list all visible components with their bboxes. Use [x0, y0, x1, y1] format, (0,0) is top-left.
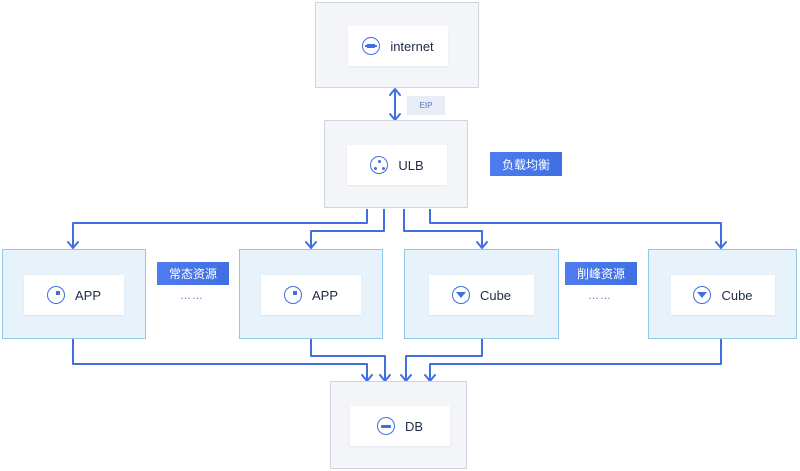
edge-cube1-db [405, 339, 483, 381]
arrow-cube1 [476, 241, 488, 249]
ellipsis-right: …… [588, 290, 612, 302]
regular-resource-tag: 常态资源 [157, 262, 229, 285]
ulb-node: ULB [324, 120, 468, 208]
edge-ulb-app2 [310, 209, 385, 248]
app-card-2[interactable]: APP [261, 275, 361, 315]
arrow-up-internet [389, 88, 401, 96]
internet-label: internet [390, 38, 434, 54]
globe-icon [362, 37, 381, 55]
app-label-1: APP [74, 287, 101, 303]
internet-card[interactable]: internet [348, 26, 448, 66]
arrow-app1 [67, 241, 79, 249]
db-label: DB [404, 418, 424, 434]
arrow-app2 [305, 241, 317, 249]
peak-resource-tag: 削峰资源 [565, 262, 637, 285]
edge-ulb-app1 [72, 209, 368, 248]
ellipsis-left: …… [180, 290, 204, 302]
cube-node-1: Cube [404, 249, 559, 339]
load-balance-tag: 负载均衡 [490, 152, 562, 176]
cube-icon [693, 286, 712, 304]
arrow-cube2 [715, 241, 727, 249]
ulb-card[interactable]: ULB [347, 145, 447, 185]
app-card-1[interactable]: APP [24, 275, 124, 315]
edge-ulb-cube2 [429, 209, 722, 248]
db-node: DB [330, 381, 467, 469]
database-icon [376, 417, 395, 435]
db-card[interactable]: DB [350, 406, 450, 446]
cube-node-2: Cube [648, 249, 797, 339]
edge-ulb-cube1 [403, 209, 483, 248]
cube-card-1[interactable]: Cube [429, 275, 534, 315]
edge-cube2-db [429, 339, 722, 381]
app-icon [283, 286, 302, 304]
cube-label-2: Cube [721, 287, 753, 303]
edge-app2-db [310, 339, 386, 381]
app-node-1: APP [2, 249, 146, 339]
cube-card-2[interactable]: Cube [671, 275, 775, 315]
cube-icon [451, 286, 470, 304]
cube-label-1: Cube [479, 287, 512, 303]
eip-label: EIP [407, 96, 445, 115]
edge-app1-db [72, 339, 368, 381]
ulb-label: ULB [398, 157, 424, 173]
app-label-2: APP [311, 287, 338, 303]
app-node-2: APP [239, 249, 383, 339]
app-icon [46, 286, 65, 304]
load-balancer-icon [370, 156, 389, 174]
internet-node: internet [315, 2, 479, 88]
